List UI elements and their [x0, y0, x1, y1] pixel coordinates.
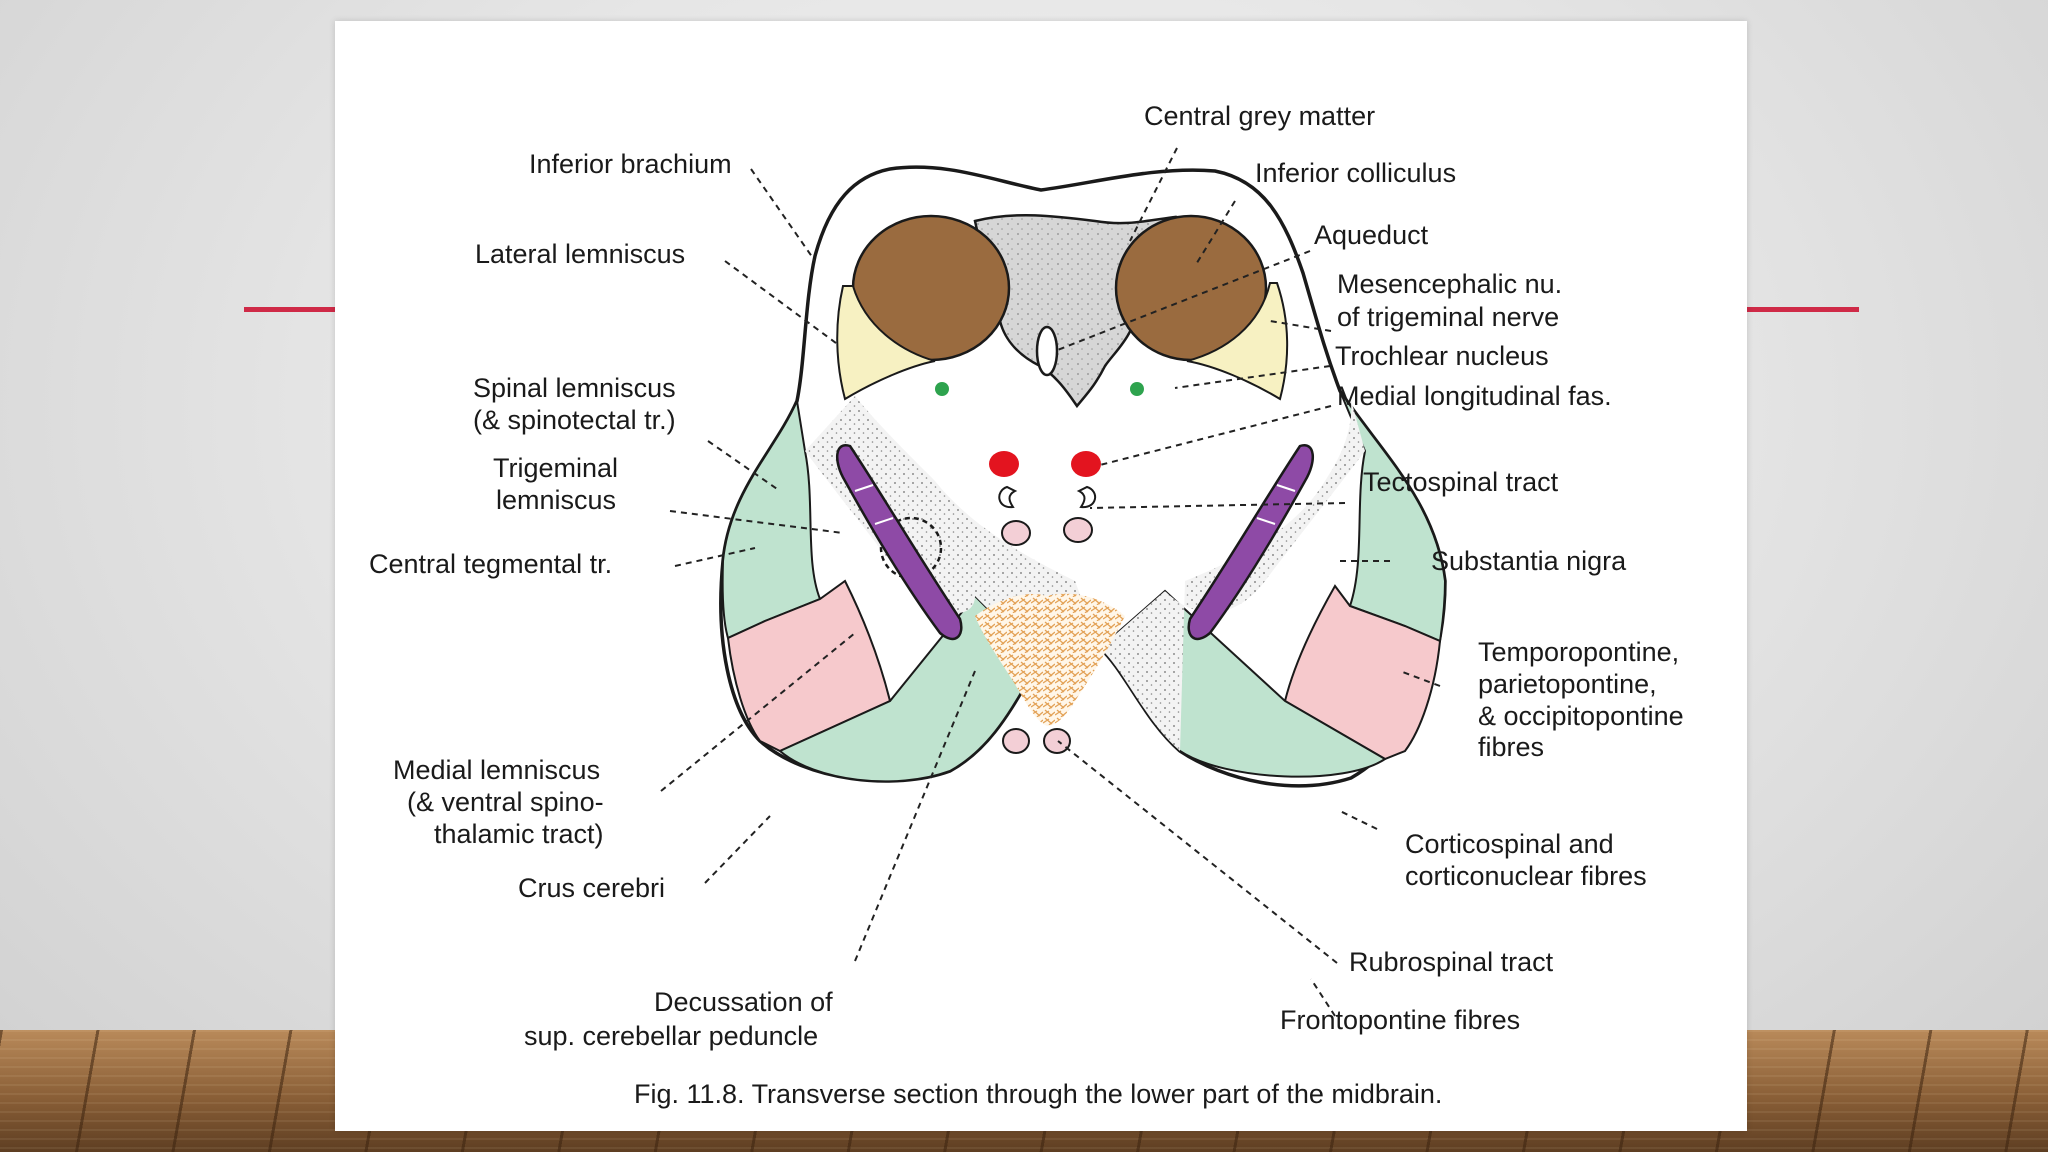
label-medial-lemniscus-1: Medial lemniscus — [393, 755, 600, 785]
rubro-pink-right — [1063, 517, 1093, 543]
rubrospinal-tract-right — [1043, 728, 1071, 754]
accent-line-right — [1745, 307, 1859, 312]
aqueduct — [1035, 325, 1059, 377]
crus-left-green-lateral — [721, 397, 822, 640]
label-temporopontine-3: & occipitopontine — [1478, 701, 1684, 731]
label-trochlear-nucleus: Trochlear nucleus — [1335, 341, 1549, 371]
medial-longitudinal-fasciculus-left — [989, 451, 1019, 477]
lateral-lemniscus-right — [1186, 282, 1289, 401]
label-medial-lemniscus-2: (& ventral spino- — [407, 787, 604, 817]
label-trigeminal-2: lemniscus — [496, 485, 616, 515]
label-central-grey-matter: Central grey matter — [1144, 101, 1375, 131]
decussation-superior-cerebellar-peduncle — [975, 593, 1125, 726]
figure-caption: Fig. 11.8. Transverse section through th… — [634, 1079, 1442, 1109]
label-mesencephalic-2: of trigeminal nerve — [1337, 302, 1559, 332]
label-trigeminal-1: Trigeminal — [493, 453, 618, 483]
leader-lines — [660, 147, 1441, 1017]
crus-right-green-lateral — [1339, 390, 1447, 643]
label-spinal-lemniscus-1: Spinal lemniscus — [473, 373, 676, 403]
slide-card: Central grey matter Inferior brachium In… — [335, 21, 1747, 1131]
label-inferior-colliculus: Inferior colliculus — [1255, 158, 1456, 188]
label-spinal-lemniscus-2: (& spinotectal tr.) — [473, 405, 676, 435]
label-rubrospinal: Rubrospinal tract — [1349, 947, 1554, 977]
label-substantia-nigra: Substantia nigra — [1431, 546, 1627, 576]
substantia-nigra-right — [1187, 444, 1314, 641]
tectospinal-tract-right — [1076, 485, 1097, 509]
label-decussation-2: sup. cerebellar peduncle — [524, 1021, 818, 1051]
label-crus-cerebri: Crus cerebri — [518, 873, 665, 903]
label-medial-lemniscus-3: thalamic tract) — [434, 819, 604, 849]
label-mesencephalic-1: Mesencephalic nu. — [1337, 269, 1562, 299]
label-corticospinal-1: Corticospinal and — [1405, 829, 1614, 859]
medial-longitudinal-fasciculus-right — [1071, 451, 1101, 477]
label-temporopontine-4: fibres — [1478, 732, 1544, 762]
tectospinal-tract-left — [998, 485, 1018, 509]
label-temporopontine-1: Temporopontine, — [1478, 637, 1679, 667]
crus-cerebri-left — [721, 397, 1042, 783]
trochlear-nucleus-right — [1130, 382, 1144, 396]
label-decussation-1: Decussation of — [654, 987, 833, 1017]
lateral-lemniscus-left — [836, 285, 936, 401]
label-tectospinal: Tectospinal tract — [1363, 467, 1559, 497]
label-inferior-brachium: Inferior brachium — [529, 149, 732, 179]
label-frontopontine: Frontopontine fibres — [1280, 1005, 1520, 1035]
rubrospinal-tract-left — [1002, 728, 1030, 754]
accent-line-left — [244, 307, 339, 312]
trochlear-nucleus-left — [935, 382, 949, 396]
label-corticospinal-2: corticonuclear fibres — [1405, 861, 1647, 891]
label-aqueduct: Aqueduct — [1314, 220, 1429, 250]
label-lateral-lemniscus: Lateral lemniscus — [475, 239, 685, 269]
rubro-pink-left — [1001, 520, 1031, 546]
label-temporopontine-2: parietopontine, — [1478, 669, 1657, 699]
label-medial-longitudinal: Medial longitudinal fas. — [1337, 381, 1612, 411]
substantia-nigra-left — [836, 444, 963, 641]
label-central-tegmental: Central tegmental tr. — [369, 549, 612, 579]
midbrain-diagram: Central grey matter Inferior brachium In… — [369, 101, 1684, 1109]
